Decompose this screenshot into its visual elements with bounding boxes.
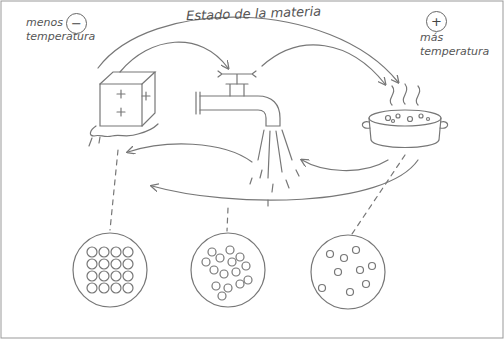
particle — [363, 281, 370, 288]
particle — [123, 283, 133, 293]
particle — [242, 262, 250, 270]
particle — [212, 282, 220, 290]
particle — [327, 251, 334, 258]
particle — [87, 259, 97, 269]
particle — [111, 259, 121, 269]
particle — [99, 247, 109, 257]
diagram-title: Estado de la materia — [186, 4, 322, 24]
particle — [244, 276, 252, 284]
particle — [224, 284, 232, 292]
leader-lines — [110, 150, 405, 234]
cycle-arrow — [262, 45, 385, 84]
particle — [341, 255, 348, 262]
particle — [226, 246, 234, 254]
sign-circle: + — [426, 11, 447, 32]
particle — [347, 289, 354, 296]
particle — [218, 292, 226, 300]
particle — [357, 267, 364, 274]
particle — [202, 258, 210, 266]
temperature-label: más temperatura — [420, 31, 498, 59]
particle — [236, 280, 244, 288]
particle — [123, 259, 133, 269]
ice-cube — [89, 72, 158, 146]
particle — [123, 271, 133, 281]
particle — [99, 283, 109, 293]
particle-circle — [73, 233, 147, 307]
particle — [335, 269, 342, 276]
cycle-arrow — [302, 160, 388, 171]
boiling-pot — [362, 84, 447, 148]
particle — [210, 266, 218, 274]
particle — [220, 270, 228, 278]
particle — [216, 254, 224, 262]
particle-circle — [191, 233, 265, 307]
cycle-arrow — [120, 42, 228, 72]
particle — [87, 271, 97, 281]
cycle-arrow — [128, 144, 252, 162]
particle — [87, 283, 97, 293]
particle — [99, 259, 109, 269]
particle — [228, 258, 236, 266]
particle — [123, 247, 133, 257]
faucet — [196, 71, 299, 206]
particle — [319, 285, 326, 292]
particle — [111, 271, 121, 281]
sign-circle: − — [66, 13, 87, 34]
particle — [232, 268, 240, 276]
particle — [208, 248, 216, 256]
cycle-arrow — [152, 160, 418, 200]
particle — [236, 253, 244, 261]
sign-text: − — [71, 17, 82, 30]
sign-text: + — [431, 15, 442, 28]
particle — [353, 247, 360, 254]
particle — [369, 263, 376, 270]
particle — [87, 247, 97, 257]
particle — [99, 271, 109, 281]
particle — [111, 247, 121, 257]
particle — [111, 283, 121, 293]
particle-circle — [311, 235, 385, 309]
